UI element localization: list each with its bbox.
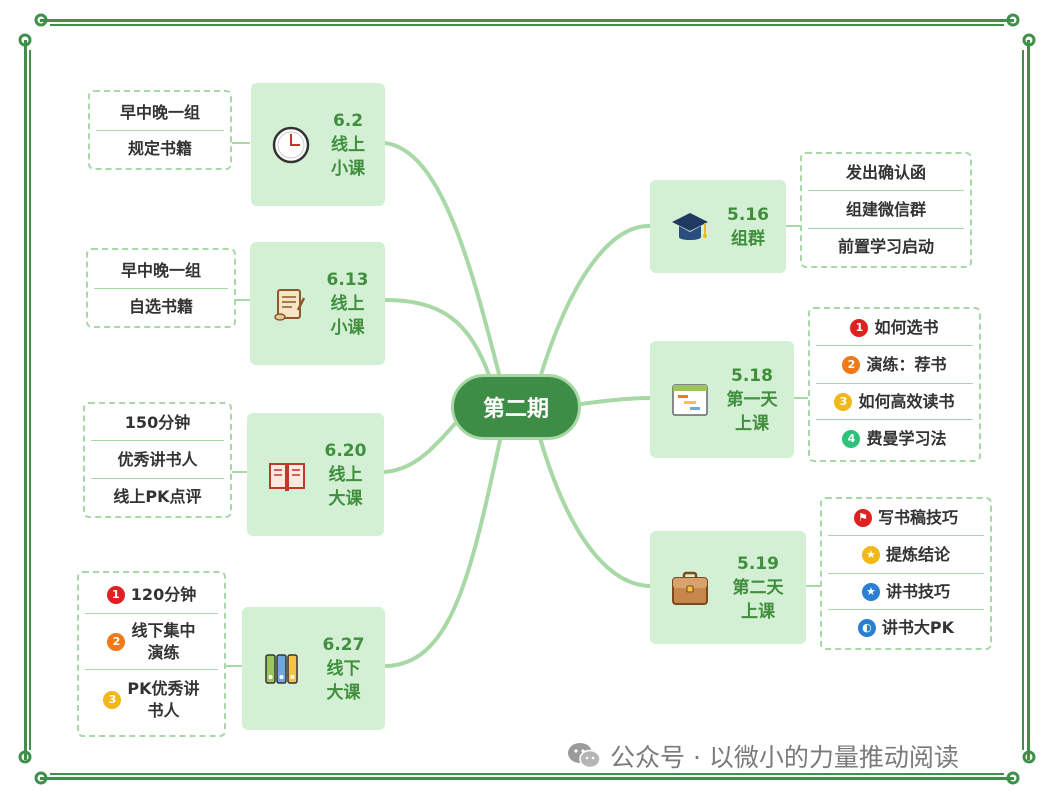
topic-5-16: 5.16 组群: [650, 180, 786, 273]
subtopic-text: 如何选书: [874, 318, 939, 337]
subtopic-text: 120分钟: [130, 585, 197, 604]
corner-ornament-icon: [34, 771, 48, 785]
half-circle-icon: ◐: [857, 619, 876, 637]
corner-ornament-icon: [34, 13, 48, 27]
number-1-icon: 1: [106, 586, 125, 604]
subtopic-item: ★ 讲书技巧: [828, 575, 984, 610]
subtopic-item: 自选书籍: [128, 297, 193, 316]
subtopic-text: 如何高效读书: [858, 392, 955, 411]
corner-ornament-icon: [1022, 750, 1036, 764]
topic-label: 5.19 第二天 上课: [732, 553, 784, 622]
topic-6-2: 6.2 线上 小课: [251, 83, 385, 206]
frame-top: [40, 19, 1014, 22]
briefcase-icon: [672, 571, 708, 605]
frame-left: [24, 40, 27, 760]
frame-bottom-inner: [50, 773, 1004, 775]
subtopic-item: ◐ 讲书大PK: [828, 611, 984, 645]
subtopic-item: 线上PK点评: [113, 487, 202, 506]
open-book-icon: [269, 462, 305, 491]
subtopic-group: 早中晚一组 自选书籍: [86, 248, 236, 328]
flag-icon: ⚑: [853, 509, 872, 527]
topic-5-19: 5.19 第二天 上课: [650, 531, 806, 644]
star-icon: ★: [861, 583, 880, 601]
subtopic-item: 4 费曼学习法: [816, 421, 973, 457]
topic-label: 6.2 线上 小课: [331, 110, 365, 179]
frame-top-inner: [50, 24, 1004, 26]
subtopic-item: 前置学习启动: [837, 237, 934, 256]
subtopic-item: 规定书籍: [127, 139, 192, 158]
frame-bottom: [40, 777, 1014, 780]
subtopic-text: 费曼学习法: [866, 429, 947, 448]
clock-icon: [272, 126, 310, 163]
number-2-icon: 2: [107, 633, 126, 651]
subtopic-group: 150分钟 优秀讲书人 线上PK点评: [83, 402, 232, 518]
subtopic-text: 演练：荐书: [866, 355, 947, 374]
star-icon: ★: [861, 546, 880, 564]
frame-right: [1027, 40, 1030, 760]
subtopic-item: ★ 提炼结论: [828, 537, 984, 574]
subtopic-group: ⚑ 写书稿技巧 ★ 提炼结论 ★ 讲书技巧 ◐ 讲书大PK: [820, 497, 992, 650]
topic-label: 5.16 组群: [727, 204, 769, 249]
topic-6-20: 6.20 线上 大课: [247, 413, 384, 536]
subtopic-item: 3 PK优秀讲 书人: [85, 671, 218, 729]
corner-ornament-icon: [18, 33, 32, 47]
subtopic-item: 2 演练：荐书: [816, 347, 973, 384]
subtopic-item: 发出确认函: [808, 156, 964, 191]
subtopic-item: 1 120分钟: [85, 577, 218, 614]
subtopic-group: 1 120分钟 2 线下集中 演练 3 PK优秀讲 书人: [77, 571, 226, 737]
binders-icon: [265, 653, 298, 684]
subtopic-text: 线下集中 演练: [131, 621, 196, 662]
subtopic-item: 优秀讲书人: [91, 442, 224, 479]
wechat-icon: [568, 743, 601, 769]
watermark-text: 公众号 · 以微小的力量推动阅读: [610, 743, 959, 772]
scroll-icon: [274, 288, 306, 321]
corner-ornament-icon: [1006, 771, 1020, 785]
subtopic-item: 2 线下集中 演练: [85, 615, 218, 670]
subtopic-text: PK优秀讲 书人: [127, 679, 200, 720]
subtopic-text: 讲书技巧: [885, 582, 950, 601]
topic-6-13: 6.13 线上 小课: [250, 242, 385, 365]
number-3-icon: 3: [834, 393, 853, 411]
subtopic-item: 组建微信群: [808, 192, 964, 229]
topic-label: 5.18 第一天 上课: [726, 365, 778, 434]
gantt-chart-icon: [672, 383, 708, 416]
topic-label: 6.27 线下 大课: [322, 634, 365, 703]
central-topic: 第二期: [451, 374, 581, 440]
number-4-icon: 4: [842, 430, 861, 448]
number-3-icon: 3: [103, 691, 122, 709]
frame-left-inner: [29, 50, 31, 750]
graduation-cap-icon: [672, 212, 708, 240]
topic-label: 6.20 线上 大课: [324, 440, 367, 509]
subtopic-group: 发出确认函 组建微信群 前置学习启动: [800, 152, 972, 268]
number-2-icon: 2: [842, 356, 861, 374]
subtopic-text: 写书稿技巧: [877, 508, 958, 527]
subtopic-text: 提炼结论: [885, 545, 950, 564]
topic-label: 6.13 线上 小课: [326, 269, 369, 338]
subtopic-group: 1 如何选书 2 演练：荐书 3 如何高效读书 4 费曼学习法: [808, 307, 981, 462]
topic-6-27: 6.27 线下 大课: [242, 607, 385, 730]
subtopic-item: 1 如何选书: [816, 311, 973, 346]
subtopic-item: 150分钟: [91, 406, 224, 441]
subtopic-item: 3 如何高效读书: [816, 385, 973, 420]
subtopic-item: 早中晚一组: [94, 254, 228, 289]
topic-5-18: 5.18 第一天 上课: [650, 341, 794, 458]
watermark: 公众号 · 以微小的力量推动阅读: [566, 738, 959, 774]
corner-ornament-icon: [1006, 13, 1020, 27]
subtopic-item: ⚑ 写书稿技巧: [828, 501, 984, 536]
frame-right-inner: [1022, 50, 1024, 750]
corner-ornament-icon: [1022, 33, 1036, 47]
subtopic-text: 讲书大PK: [881, 618, 955, 637]
corner-ornament-icon: [18, 750, 32, 764]
number-1-icon: 1: [850, 319, 869, 337]
subtopic-item: 早中晚一组: [96, 96, 224, 131]
subtopic-group: 早中晚一组 规定书籍: [88, 90, 232, 170]
